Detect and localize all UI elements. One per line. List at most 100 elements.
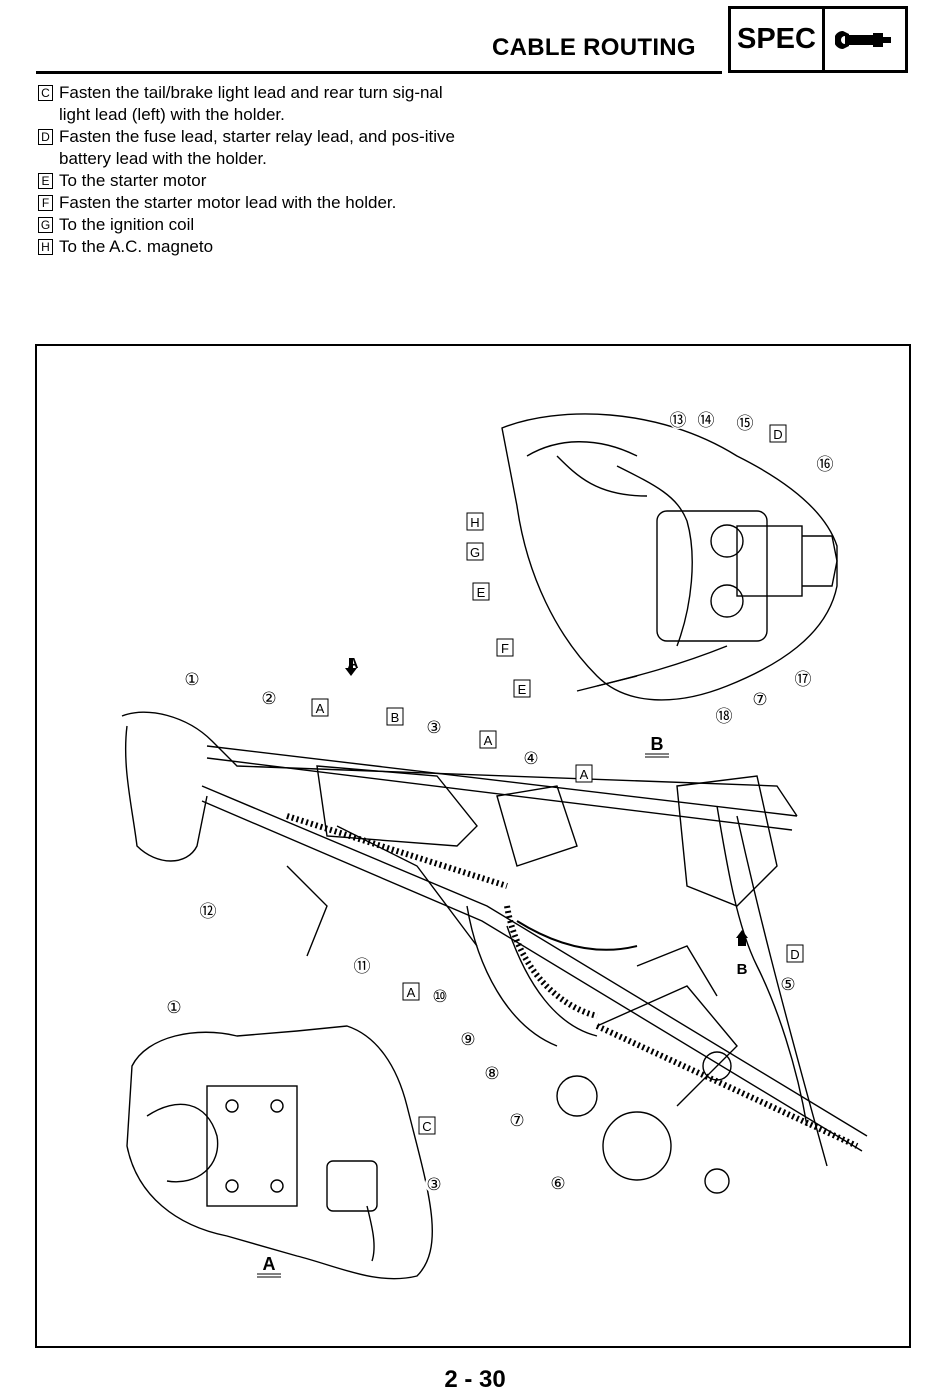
header-rule: [36, 71, 722, 74]
callout-number: ①: [165, 998, 183, 1018]
view-label-underline: [257, 1273, 281, 1278]
svg-text:⑥: ⑥: [550, 1174, 565, 1194]
svg-text:A: A: [580, 767, 589, 782]
svg-text:⑦: ⑦: [509, 1111, 524, 1131]
section-tab: SPEC: [728, 6, 908, 73]
note-text: Fasten the tail/brake light lead and rea…: [59, 83, 443, 124]
callout-number: ⑬: [669, 411, 687, 431]
svg-text:①: ①: [166, 998, 181, 1018]
callout-number: ③: [425, 718, 443, 738]
letter-tag: B: [386, 707, 404, 726]
letter-tag: D: [769, 424, 787, 443]
note-text: To the starter motor: [59, 171, 207, 190]
callout-number: ⑪: [353, 957, 371, 977]
svg-text:G: G: [470, 545, 480, 560]
svg-text:D: D: [773, 427, 782, 442]
svg-text:⑮: ⑮: [737, 414, 754, 434]
svg-text:⑧: ⑧: [484, 1064, 499, 1084]
page-number: 2 - 30: [444, 1366, 506, 1393]
svg-text:⑬: ⑬: [670, 411, 687, 431]
svg-text:D: D: [790, 947, 799, 962]
note-item: F Fasten the starter motor lead with the …: [38, 192, 458, 214]
svg-text:E: E: [477, 585, 486, 600]
view-arrow-label-b: B: [737, 961, 748, 978]
svg-text:⑱: ⑱: [716, 707, 733, 727]
svg-text:⑫: ⑫: [200, 902, 217, 922]
svg-text:A: A: [316, 701, 325, 716]
note-item: E To the starter motor: [38, 170, 458, 192]
note-text: Fasten the fuse lead, starter relay lead…: [59, 127, 455, 168]
letter-tag: C: [418, 1116, 436, 1135]
svg-text:C: C: [422, 1119, 431, 1134]
letter-tag: D: [786, 944, 804, 963]
svg-text:⑪: ⑪: [354, 957, 371, 977]
callout-number: ⑭: [697, 411, 715, 431]
callout-number: ⑧: [483, 1064, 501, 1084]
svg-text:⑩: ⑩: [432, 987, 447, 1007]
svg-text:H: H: [470, 515, 479, 530]
callout-number: ④: [522, 749, 540, 769]
view-label-a: A: [263, 1254, 276, 1274]
callout-number: ⑨: [459, 1030, 477, 1050]
note-letter: E: [38, 173, 53, 189]
letter-tag: G: [466, 542, 484, 561]
callout-number: ③: [425, 1175, 443, 1195]
svg-text:F: F: [501, 641, 509, 656]
wrench-icon: [825, 9, 905, 70]
callout-number: ⑦: [508, 1111, 526, 1131]
svg-text:B: B: [391, 710, 400, 725]
note-item: C Fasten the tail/brake light lead and re…: [38, 82, 458, 126]
letter-tag: A: [402, 982, 420, 1001]
svg-text:④: ④: [523, 749, 538, 769]
note-letter: H: [38, 239, 53, 255]
callout-number: ⑯: [816, 455, 834, 475]
letter-tag: E: [513, 679, 531, 698]
view-label-b: B: [651, 734, 664, 754]
svg-text:⑯: ⑯: [817, 455, 834, 475]
note-letter: D: [38, 129, 53, 145]
line-art: [121, 413, 868, 1280]
arrow-markers: [345, 658, 748, 946]
note-item: D Fasten the fuse lead, starter relay lea…: [38, 126, 458, 170]
callout-number: ⑮: [736, 414, 754, 434]
note-text: To the ignition coil: [59, 215, 195, 234]
callout-number: ⑤: [779, 975, 797, 995]
callout-number: ⑩: [431, 987, 449, 1007]
letter-tag: F: [496, 638, 514, 657]
section-label: SPEC: [731, 9, 825, 70]
note-letter: C: [38, 85, 53, 101]
svg-text:①: ①: [184, 670, 199, 690]
note-letter: G: [38, 217, 53, 233]
svg-text:③: ③: [426, 1175, 441, 1195]
letter-tag: A: [311, 698, 329, 717]
note-list: C Fasten the tail/brake light lead and re…: [38, 82, 458, 258]
callout-number: ⑦: [751, 690, 769, 710]
view-label-underline: [645, 753, 669, 758]
note-text: Fasten the starter motor lead with the h…: [59, 193, 397, 212]
note-item: G To the ignition coil: [38, 214, 458, 236]
callout-number: ⑥: [549, 1174, 567, 1194]
svg-text:A: A: [407, 985, 416, 1000]
svg-text:A: A: [484, 733, 493, 748]
page-title: CABLE ROUTING: [492, 34, 696, 61]
svg-text:⑭: ⑭: [698, 411, 715, 431]
callout-number: ⑰: [794, 670, 812, 690]
callout-number: ②: [260, 689, 278, 709]
callout-number: ⑱: [715, 707, 733, 727]
letter-tag: A: [575, 764, 593, 783]
view-arrow-label-a: A: [348, 655, 359, 672]
letter-tag: H: [466, 512, 484, 531]
letter-tag: A: [479, 730, 497, 749]
letter-tag: E: [472, 582, 490, 601]
note-letter: F: [38, 195, 53, 211]
svg-text:⑨: ⑨: [460, 1030, 475, 1050]
svg-text:⑦: ⑦: [752, 690, 767, 710]
svg-text:②: ②: [261, 689, 276, 709]
svg-text:E: E: [518, 682, 527, 697]
svg-text:③: ③: [426, 718, 441, 738]
callout-number: ⑫: [199, 902, 217, 922]
svg-text:⑰: ⑰: [795, 670, 812, 690]
